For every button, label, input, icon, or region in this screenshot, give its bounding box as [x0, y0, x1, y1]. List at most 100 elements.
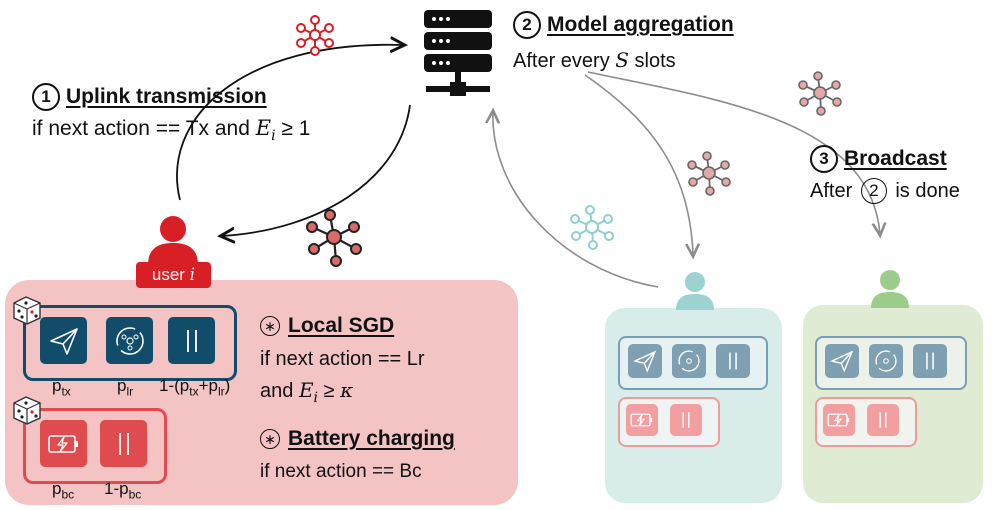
uplink-step-heading: 1 Uplink transmission: [32, 83, 267, 111]
idle-pause-icon: [186, 329, 197, 352]
p-idle1-post: ): [224, 376, 231, 395]
idle-action-tile: [913, 344, 947, 378]
local-sgd-line2-mid: ≥: [318, 380, 341, 402]
p-idle2-label: 1-pbc: [104, 479, 141, 501]
p-bc-sub: bc: [61, 487, 75, 502]
user-icon: [871, 270, 909, 308]
lr-action-tile: [672, 344, 706, 378]
broadcast-arrow-1: [584, 74, 693, 255]
idle-pause-icon: [729, 352, 737, 370]
tx-action-tile: [628, 344, 662, 378]
local-sgd-line2: and Ei ≥ κ: [260, 378, 353, 408]
battery-marker: ∗: [260, 429, 280, 449]
p-idle2-pre: 1-p: [104, 479, 129, 498]
local-sgd-heading: ∗ Local SGD: [260, 313, 394, 338]
sgd-cycle-icon: [115, 326, 144, 355]
step-number-badge: 1: [32, 83, 60, 111]
broadcast-desc-suffix: is done: [889, 180, 960, 202]
p-tx-label: ptx: [52, 376, 71, 398]
aggregation-desc-prefix: After every: [513, 50, 616, 72]
p-tx-base: p: [52, 376, 62, 395]
model-network-icon: [798, 71, 842, 116]
model-network-icon: [296, 15, 334, 56]
step-number-badge: 2: [513, 11, 541, 39]
slots-variable: S: [615, 48, 629, 72]
uplink-title: Uplink transmission: [66, 85, 267, 108]
sgd-cycle-icon: [678, 350, 700, 372]
upload-arrow-2: [493, 112, 659, 288]
uplink-condition: if next action == Tx and Ei ≥ 1: [32, 116, 310, 145]
uplink-arrow: [176, 45, 403, 201]
paper-plane-icon: [829, 350, 854, 373]
aggregation-desc: After every S slots: [513, 48, 676, 74]
battery-title: Battery charging: [288, 427, 455, 450]
idle-pause-icon: [926, 352, 934, 370]
battery-charging-icon: [47, 434, 78, 453]
uplink-condition-prefix: if next action == Tx and: [32, 117, 256, 140]
bc-action-tile: [40, 420, 87, 467]
p-bc-base: p: [52, 479, 62, 498]
bc-action-tile: [823, 404, 855, 436]
aggregation-desc-suffix: slots: [628, 50, 676, 72]
idle-action-tile: [670, 404, 702, 436]
broadcast-desc: After 2 is done: [810, 178, 960, 204]
lr-action-tile: [869, 344, 903, 378]
dice-icon: [13, 396, 41, 425]
energy-variable: E: [255, 116, 272, 140]
p-idle1-mid: +p: [198, 376, 218, 395]
idle-action-tile: [716, 344, 750, 378]
p-idle1-sub2: lr: [217, 384, 225, 399]
paper-plane-icon: [49, 327, 78, 355]
broadcast-step-heading: 3 Broadcast: [810, 145, 947, 173]
idle-pause-icon: [682, 412, 690, 428]
energy-variable: E: [298, 378, 314, 402]
model-network-icon: [570, 205, 614, 250]
idle-pause-icon: [118, 432, 129, 455]
user-label: user i: [136, 262, 211, 288]
dice-icon: [13, 296, 41, 325]
local-sgd-title: Local SGD: [288, 314, 395, 337]
tx-action-tile: [825, 344, 859, 378]
p-idle1-pre: 1-(p: [159, 376, 190, 395]
step-number-badge: 3: [810, 145, 838, 173]
user-icon: [148, 216, 198, 265]
battery-charging-icon: [827, 413, 850, 427]
idle-action-tile: [100, 420, 147, 467]
idle-action-tile: [168, 317, 215, 364]
energy-subscript: i: [271, 128, 276, 145]
broadcast-title: Broadcast: [844, 147, 947, 170]
sgd-cycle-icon: [875, 350, 897, 372]
energy-subscript: i: [313, 390, 319, 406]
user-label-text: user: [151, 265, 190, 284]
idle-action-tile: [867, 404, 899, 436]
p-idle1-label: 1-(ptx+plr): [159, 376, 230, 398]
user-index-variable: i: [189, 265, 196, 285]
p-bc-label: pbc: [52, 479, 74, 501]
aggregation-title: Model aggregation: [547, 13, 734, 36]
model-network-icon: [687, 151, 731, 196]
p-tx-sub: tx: [61, 384, 71, 399]
lr-action-tile: [106, 317, 153, 364]
p-idle1-sub1: tx: [189, 384, 199, 399]
local-sgd-line1: if next action == Lr: [260, 348, 425, 370]
local-sgd-marker: ∗: [260, 316, 280, 336]
p-lr-base: p: [117, 376, 127, 395]
aggregation-step-heading: 2 Model aggregation: [513, 11, 734, 39]
user-icon: [676, 272, 714, 310]
p-idle2-sub: bc: [128, 487, 142, 502]
battery-heading: ∗ Battery charging: [260, 426, 455, 451]
model-network-icon: [306, 209, 362, 267]
p-lr-label: plr: [117, 376, 133, 398]
kappa-variable: κ: [340, 378, 354, 402]
idle-pause-icon: [879, 412, 887, 428]
tx-action-tile: [40, 317, 87, 364]
downlink-arrow: [222, 104, 411, 236]
broadcast-desc-prefix: After: [810, 180, 858, 202]
paper-plane-icon: [632, 350, 657, 373]
bc-action-tile: [626, 404, 658, 436]
local-sgd-line2-prefix: and: [260, 380, 299, 402]
p-lr-sub: lr: [126, 384, 134, 399]
battery-charging-icon: [630, 413, 653, 427]
uplink-condition-suffix: ≥ 1: [275, 117, 311, 140]
